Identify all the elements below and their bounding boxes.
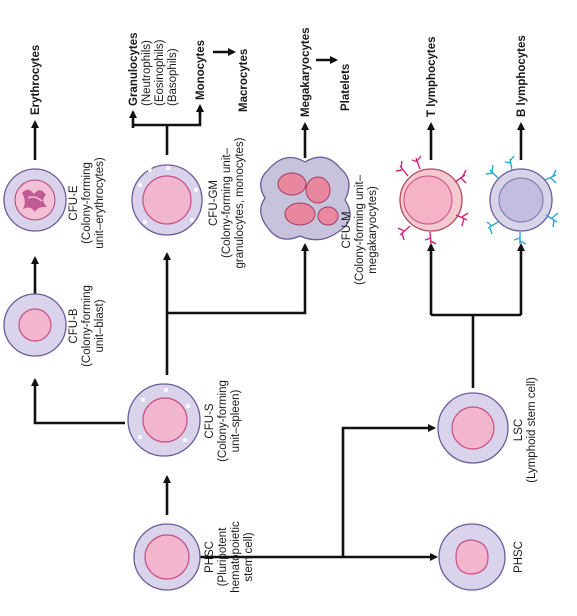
neutrophils-label: (Neutrophils) bbox=[141, 40, 153, 106]
phsc-top-cell bbox=[133, 523, 201, 591]
phsc-top-desc-2: hematopoietic bbox=[230, 521, 242, 593]
cfu-e-desc-1: (Colony-forming bbox=[81, 162, 93, 244]
cfu-gm-label: CFU-GM bbox=[208, 180, 220, 226]
lsc-desc: (Lymphoid stem cell) bbox=[526, 377, 538, 483]
t-lymphocyte-cell bbox=[395, 155, 469, 245]
cfu-s-label: CFU-S bbox=[204, 403, 216, 438]
phsc-bottom-label: PHSC bbox=[513, 541, 525, 573]
phsc-top-desc-1: (Pluripotent bbox=[217, 527, 229, 587]
basophils-label: (Basophils) bbox=[167, 48, 179, 106]
phsc-bottom-cell bbox=[438, 523, 506, 591]
cfu-gm-desc-2: granulocytes, monocytes) bbox=[234, 137, 246, 268]
cfu-m-desc-2: megakaryocytes) bbox=[367, 186, 379, 274]
cfu-e-desc-2: unit–erythrocytes) bbox=[94, 157, 106, 249]
cfu-m-cell bbox=[260, 156, 351, 241]
cfu-b-desc-1: (Colony-forming bbox=[81, 285, 93, 367]
cfu-e-label: CFU-E bbox=[68, 185, 80, 220]
cfu-s-cell bbox=[127, 383, 201, 457]
cfu-gm-desc-1: (Colony-forming unit– bbox=[221, 147, 233, 258]
cfu-e-cell bbox=[3, 168, 67, 232]
granulocytes-label: Granulocytes bbox=[128, 33, 140, 107]
cfu-gm-cell bbox=[131, 164, 203, 236]
cfu-s-desc-1: (Colony-forming bbox=[217, 380, 229, 462]
b-lymphocytes-label: B lymphocytes bbox=[516, 35, 528, 117]
cfu-b-desc-2: unit–blast) bbox=[94, 299, 106, 352]
platelets-label: Platelets bbox=[340, 64, 352, 111]
cfu-s-desc-2: unit–spleen) bbox=[230, 390, 242, 453]
eosinophils-label: (Eosinophils) bbox=[154, 39, 166, 106]
macrocytes-label: Macrocytes bbox=[238, 49, 250, 112]
lsc-cell bbox=[437, 392, 509, 464]
lsc-label: LSC bbox=[513, 419, 525, 441]
cfu-b-label: CFU-B bbox=[68, 308, 80, 343]
megakaryocytes-label: Megakaryocytes bbox=[300, 28, 312, 118]
cfu-b-cell bbox=[3, 293, 67, 357]
cfu-m-label: CFU-M bbox=[341, 211, 353, 248]
connector-lines bbox=[31, 48, 525, 561]
phsc-top-label: PHSC bbox=[204, 541, 216, 573]
cfu-m-desc-1: (Colony-forming unit– bbox=[354, 174, 366, 285]
phsc-top-desc-3: stem cell) bbox=[243, 532, 255, 581]
b-lymphocyte-cell bbox=[485, 155, 559, 245]
t-lymphocytes-label: T lymphocytes bbox=[426, 36, 438, 117]
erythrocytes-label: Erythrocytes bbox=[30, 45, 42, 115]
monocytes-label: Monocytes bbox=[195, 40, 207, 100]
